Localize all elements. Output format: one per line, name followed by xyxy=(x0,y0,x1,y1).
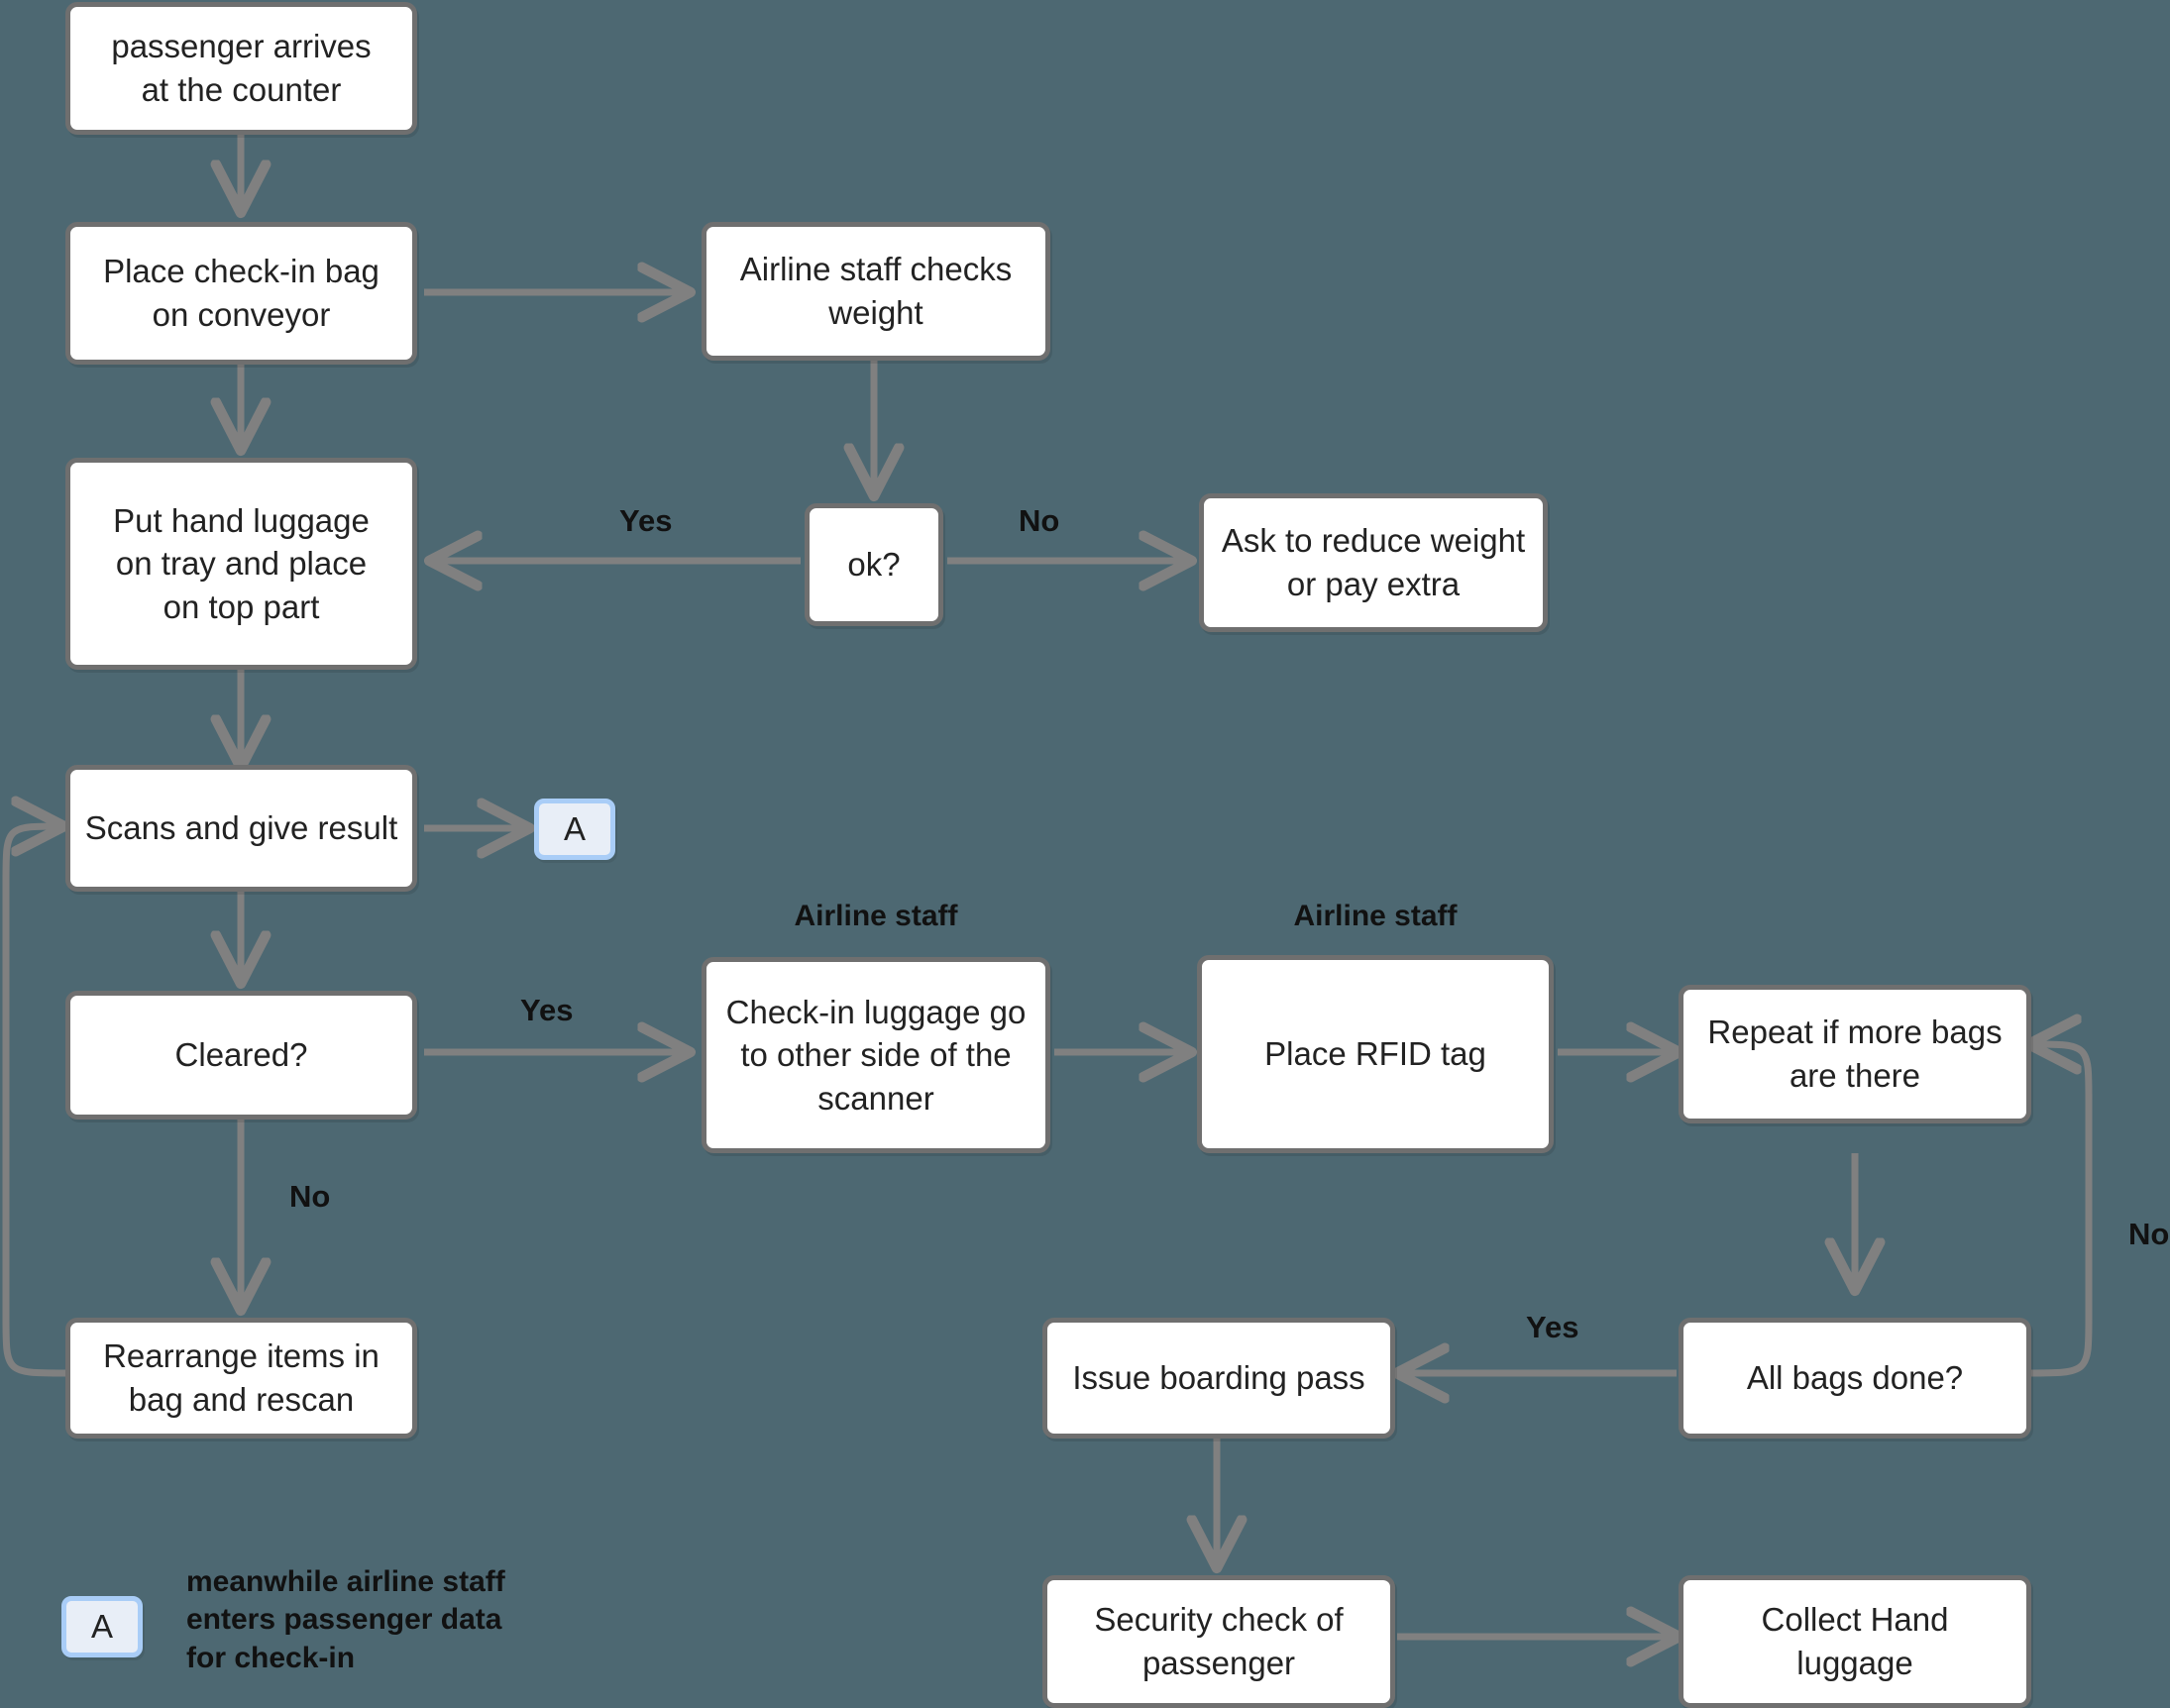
legend-connector-a: A xyxy=(61,1596,143,1657)
edge-label-ok-no: No xyxy=(1019,503,1060,538)
role-label-checkin-scanner: Airline staff xyxy=(794,900,958,932)
node-scans-give-result[interactable]: Scans and give result xyxy=(65,765,417,892)
edge-label-ok-yes: Yes xyxy=(619,503,673,538)
node-cleared-decision[interactable]: Cleared? xyxy=(65,991,417,1120)
edge-label-cleared-yes: Yes xyxy=(520,993,574,1027)
node-place-rfid-tag[interactable]: Place RFID tag xyxy=(1197,955,1554,1153)
edge-label-all-bags-yes: Yes xyxy=(1526,1310,1579,1344)
node-all-bags-done[interactable]: All bags done? xyxy=(1679,1318,2031,1439)
role-label-place-rfid: Airline staff xyxy=(1293,900,1458,932)
edge-label-all-bags-no: No xyxy=(2128,1217,2170,1251)
edge-label-cleared-no: No xyxy=(289,1179,331,1214)
node-issue-boarding-pass[interactable]: Issue boarding pass xyxy=(1042,1318,1395,1439)
node-connector-a[interactable]: A xyxy=(534,799,615,860)
node-ok-decision[interactable]: ok? xyxy=(805,503,943,626)
